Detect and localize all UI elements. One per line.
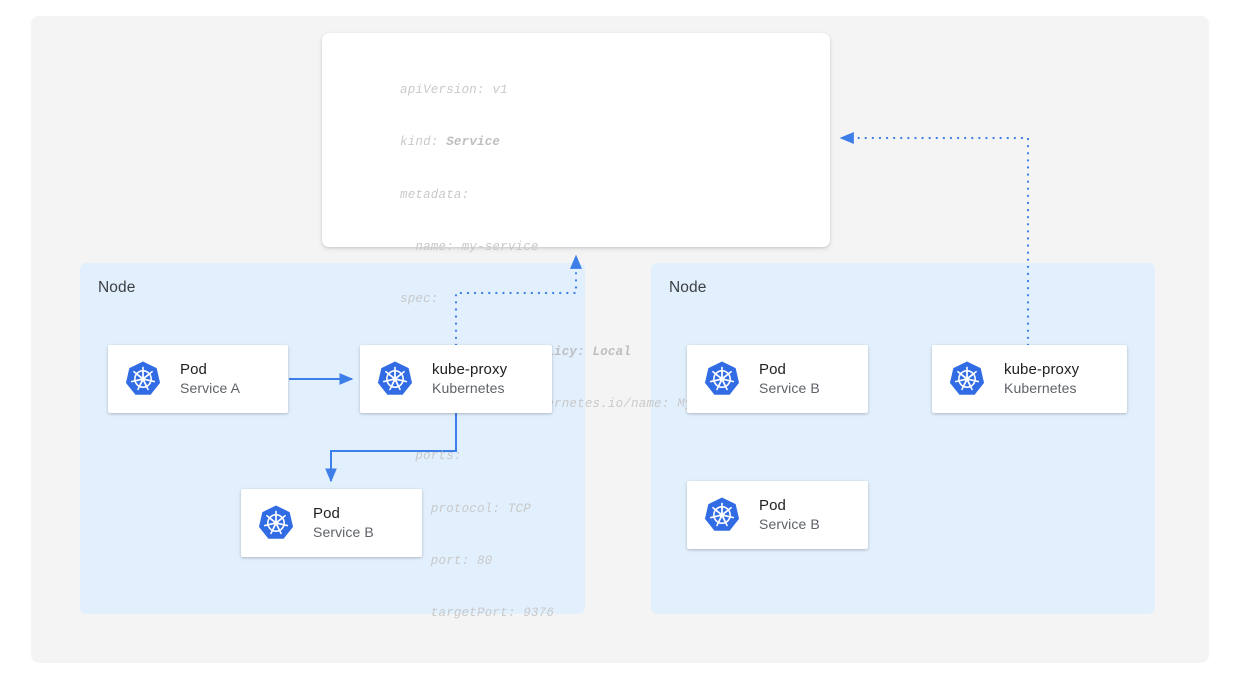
kubernetes-logo-icon: [124, 360, 162, 398]
yaml-line-port: port: 80: [400, 554, 493, 568]
card-title: Pod: [759, 497, 786, 514]
kubernetes-logo-icon: [948, 360, 986, 398]
yaml-line-protocol: - protocol: TCP: [400, 501, 531, 516]
kubernetes-logo-icon: [376, 360, 414, 398]
card-title: Pod: [180, 361, 207, 378]
kubernetes-logo-icon: [703, 496, 741, 534]
yaml-line-kind: kind: Service: [400, 134, 716, 151]
yaml-kind-key: kind:: [400, 135, 447, 150]
card-kube-proxy-right[interactable]: kube-proxy Kubernetes: [932, 345, 1127, 413]
node-label-left: Node: [98, 279, 136, 296]
card-title: kube-proxy: [432, 361, 508, 378]
card-subtitle: Service B: [313, 524, 374, 540]
card-subtitle: Service B: [759, 380, 820, 396]
card-subtitle: Service B: [759, 516, 820, 532]
node-panel-right: Node: [651, 263, 1155, 614]
card-subtitle: Kubernetes: [432, 380, 505, 396]
card-title: Pod: [759, 361, 786, 378]
card-pod-service-a[interactable]: Pod Service A: [108, 345, 288, 413]
yaml-line-name: name: my-service: [400, 239, 539, 254]
node-label-right: Node: [669, 279, 707, 296]
kubernetes-logo-icon: [703, 360, 741, 398]
yaml-kind-value: Service: [446, 135, 501, 150]
card-pod-service-b-right-bottom[interactable]: Pod Service B: [687, 481, 868, 549]
yaml-line-metadata: metadata:: [400, 187, 470, 202]
yaml-line-apiversion: apiVersion: v1: [400, 82, 508, 97]
card-subtitle: Service A: [180, 380, 241, 396]
kubernetes-logo-icon: [257, 504, 295, 542]
card-title: Pod: [313, 505, 340, 522]
card-subtitle: Kubernetes: [1004, 380, 1077, 396]
card-title: kube-proxy: [1004, 361, 1080, 378]
card-pod-service-b-right-top[interactable]: Pod Service B: [687, 345, 868, 413]
card-kube-proxy-left[interactable]: kube-proxy Kubernetes: [360, 345, 552, 413]
service-manifest-card: apiVersion: v1 kind: Service metadata: n…: [322, 33, 830, 620]
yaml-line-spec: spec:: [400, 292, 439, 307]
yaml-line-ports: ports:: [400, 449, 462, 464]
card-pod-service-b-left[interactable]: Pod Service B: [241, 489, 422, 557]
yaml-line-targetport: targetPort: 9376: [400, 606, 555, 621]
